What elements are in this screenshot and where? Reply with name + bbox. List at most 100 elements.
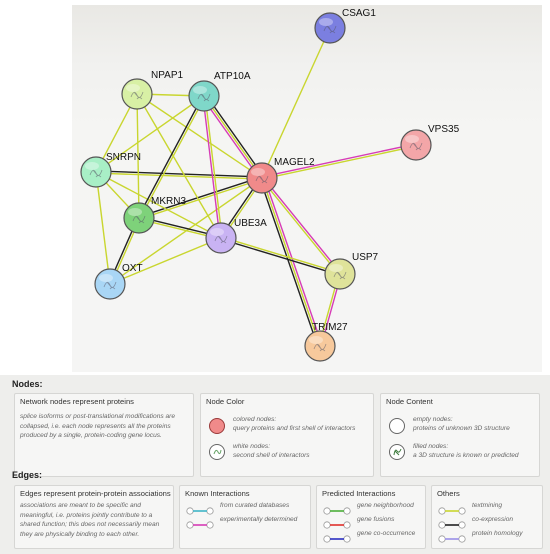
edge-atp10a-mkrn3-textmining[interactable] — [139, 96, 206, 219]
edge-associations-box: Edges represent protein-protein associat… — [14, 485, 174, 549]
filled-nodes-desc: a 3D structure is known or predicted — [413, 452, 519, 459]
protein-structure-icon — [197, 93, 211, 102]
node-highlight — [251, 168, 265, 176]
edge-ube3a-atp10a-textmining[interactable] — [204, 95, 223, 238]
edge-ube3a-usp7-textmining[interactable] — [221, 236, 341, 274]
other-edge-icon — [438, 516, 466, 529]
edge-magel2-vps35-experimentally_determined[interactable] — [261, 143, 416, 178]
node-circle[interactable] — [121, 78, 153, 110]
predicted-edge-icon — [323, 530, 351, 543]
edge-magel2-vps35-textmining[interactable] — [262, 145, 417, 180]
edge-ube3a-snrpn-textmining[interactable] — [95, 171, 222, 239]
node-npap1[interactable]: NPAP1 — [121, 70, 183, 110]
edge-magel2-usp7-textmining[interactable] — [260, 178, 340, 276]
edge-magel2-csag1-textmining[interactable] — [261, 27, 331, 179]
predicted-edge-label: gene fusions — [357, 516, 395, 523]
other-interactions-heading: Others — [437, 489, 460, 498]
edge-magel2-usp7-experimentally_determined[interactable] — [262, 176, 342, 274]
node-label: MAGEL2 — [274, 157, 315, 168]
edge-magel2-atp10a-experimentally_determined[interactable] — [201, 96, 261, 180]
node-circle[interactable] — [94, 268, 126, 300]
node-highlight — [128, 208, 142, 216]
node-content-heading: Node Content — [386, 397, 433, 406]
predicted-edge-icon — [323, 516, 351, 529]
node-circle[interactable] — [314, 12, 346, 44]
edge-ube3a-oxt-textmining[interactable] — [109, 237, 222, 285]
node-highlight — [210, 228, 224, 236]
node-vps35[interactable]: VPS35 — [400, 124, 460, 161]
predicted-interactions-box: Predicted Interactions gene neighborhood… — [316, 485, 426, 549]
known-edge-icon — [186, 502, 214, 515]
protein-structure-icon — [214, 235, 228, 244]
protein-structure-icon — [132, 215, 146, 224]
known-edge-icon — [186, 516, 214, 529]
white-node-icon — [209, 444, 225, 460]
edge-magel2-snrpn-textmining[interactable] — [95, 172, 262, 180]
protein-structure-icon — [130, 91, 144, 100]
legend-panel: Nodes: Network nodes represent proteins … — [0, 375, 550, 554]
protein-structure-icon — [103, 281, 117, 290]
node-label: VPS35 — [428, 124, 460, 135]
node-atp10a[interactable]: ATP10A — [188, 71, 251, 112]
node-circle[interactable] — [188, 80, 220, 112]
colored-node-icon — [209, 418, 225, 434]
node-highlight — [319, 18, 333, 26]
node-ube3a[interactable]: UBE3A — [205, 218, 267, 254]
node-usp7[interactable]: USP7 — [324, 252, 379, 290]
predicted-edge-label: gene neighborhood — [357, 502, 414, 509]
edge-ube3a-atp10a-experimentally_determined[interactable] — [202, 96, 221, 239]
edge-associations-line: associations are meant to be specific an… — [20, 502, 141, 509]
node-circle[interactable] — [324, 258, 356, 290]
empty-nodes-label: empty nodes: — [413, 416, 453, 423]
node-proteins-line: produced by a single, protein-coding gen… — [20, 432, 162, 439]
protein-structure-icon — [323, 25, 337, 34]
predicted-edge-icon — [323, 502, 351, 515]
node-circle[interactable] — [80, 156, 112, 188]
node-label: UBE3A — [234, 218, 267, 229]
node-circle[interactable] — [246, 162, 278, 194]
edge-magel2-trim27-textmining[interactable] — [261, 177, 321, 347]
node-proteins-heading: Network nodes represent proteins — [20, 397, 134, 406]
empty-nodes-desc: proteins of unknown 3D structure — [413, 425, 510, 432]
edge-ube3a-usp7-coexpression[interactable] — [220, 238, 340, 276]
node-circle[interactable] — [400, 129, 432, 161]
node-circle[interactable] — [123, 202, 155, 234]
edge-atp10a-mkrn3-coexpression[interactable] — [137, 95, 204, 218]
edge-magel2-atp10a-coexpression[interactable] — [205, 94, 265, 178]
colored-nodes-desc: query proteins and first shell of intera… — [233, 425, 356, 432]
node-label: ATP10A — [214, 71, 251, 82]
node-label: CSAG1 — [342, 8, 376, 19]
empty-node-icon — [389, 418, 405, 434]
known-edge-label: from curated databases — [220, 502, 290, 509]
edge-magel2-atp10a-textmining[interactable] — [203, 95, 263, 179]
edge-magel2-mkrn3-coexpression[interactable] — [138, 176, 262, 218]
node-snrpn[interactable]: SNRPN — [80, 152, 141, 188]
edge-magel2-npap1-textmining[interactable] — [136, 93, 263, 179]
node-csag1[interactable]: CSAG1 — [314, 8, 376, 44]
edge-magel2-mkrn3-textmining[interactable] — [139, 178, 263, 220]
known-interactions-heading: Known Interactions — [185, 489, 250, 498]
node-oxt[interactable]: OXT — [94, 263, 143, 300]
edge-atp10a-snrpn-textmining[interactable] — [95, 95, 205, 173]
edge-associations-line: shared function; this does not necessari… — [20, 521, 160, 528]
node-circle[interactable] — [304, 330, 336, 362]
node-mkrn3[interactable]: MKRN3 — [123, 196, 186, 234]
node-label: NPAP1 — [151, 70, 183, 81]
edge-npap1-mkrn3-textmining[interactable] — [136, 93, 140, 219]
node-trim27[interactable]: TRIM27 — [304, 322, 348, 362]
edge-snrpn-oxt-textmining[interactable] — [95, 171, 111, 285]
node-proteins-box: Network nodes represent proteins splice … — [14, 393, 194, 477]
protein-structure-icon — [313, 343, 327, 352]
edge-ube3a-npap1-textmining[interactable] — [136, 93, 222, 239]
node-proteins-description: splice isoforms or post-translational mo… — [20, 412, 175, 441]
node-circle[interactable] — [205, 222, 237, 254]
node-highlight — [309, 336, 323, 344]
node-magel2[interactable]: MAGEL2 — [246, 157, 315, 194]
other-edge-label: textmining — [472, 502, 503, 509]
edge-magel2-trim27-coexpression[interactable] — [259, 178, 319, 347]
edge-magel2-snrpn-coexpression[interactable] — [96, 170, 263, 178]
other-edge-label: co-expression — [472, 516, 514, 523]
